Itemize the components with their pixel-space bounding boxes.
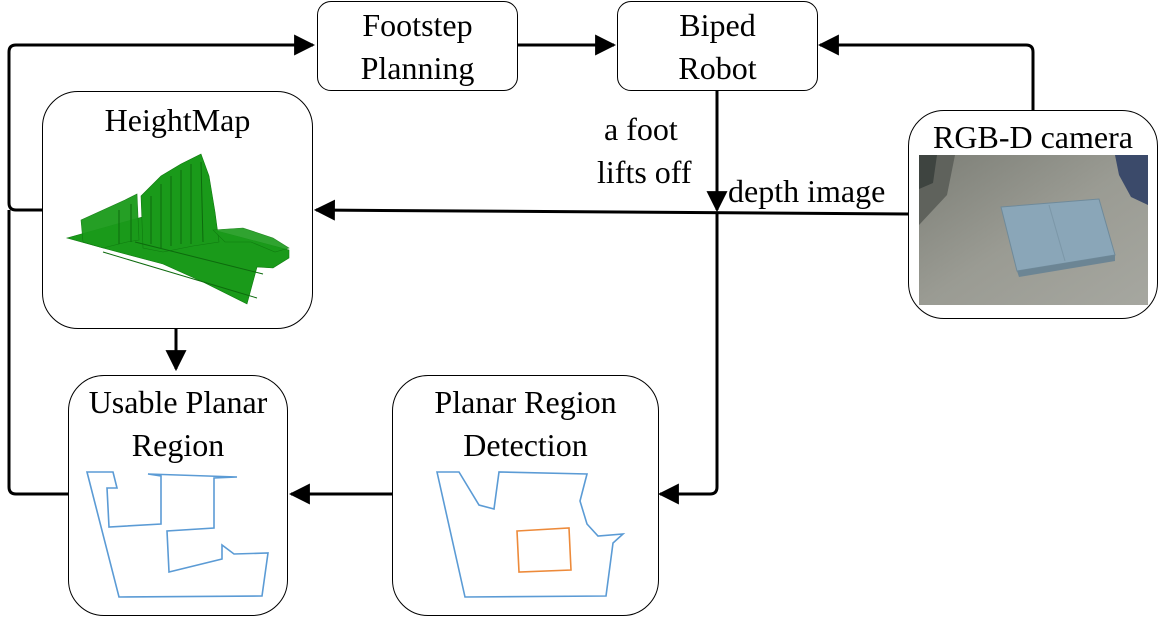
edge-depth-image-to-heightmap (313, 199, 909, 221)
rgbd-camera-image (919, 155, 1148, 305)
heightmap-render-image (65, 153, 290, 305)
footstep-planning-label-line1: Footstep (362, 7, 473, 43)
edge-usable-region-to-footstep-planning (7, 210, 68, 496)
biped-robot-label-line1: Biped (679, 7, 756, 43)
planar-region-detection-label-line1: Planar Region (434, 384, 617, 420)
edge-camera-to-biped (817, 34, 1035, 110)
detected-region-outlines (436, 471, 626, 598)
footstep-planning-label-line2: Planning (360, 50, 475, 86)
edge-junction-to-detection (657, 212, 719, 505)
biped-robot-label-line2: Robot (678, 50, 757, 86)
usable-planar-region-node: Usable Planar Region (68, 375, 288, 616)
usable-planar-region-label-line2: Region (131, 427, 225, 463)
planar-region-detection-label-line2: Detection (463, 427, 588, 463)
biped-robot-node: Biped Robot (617, 1, 818, 91)
foot-lifts-off-label-line2: lifts off (597, 154, 692, 190)
edge-heightmap-to-footstep-planning (7, 34, 316, 212)
depth-image-label: depth image (728, 173, 886, 209)
foot-lifts-off-label-line1: a foot (604, 111, 678, 147)
rgbd-camera-title: RGB-D camera (933, 119, 1133, 155)
usable-region-outlines (85, 471, 269, 598)
rgbd-camera-node: RGB-D camera (908, 110, 1158, 319)
heightmap-title: HeightMap (104, 102, 251, 138)
usable-planar-region-label-line1: Usable Planar (88, 384, 268, 420)
planar-region-detection-node: Planar Region Detection (392, 375, 659, 616)
footstep-planning-node: Footstep Planning (317, 1, 518, 91)
heightmap-node: HeightMap (42, 91, 313, 329)
